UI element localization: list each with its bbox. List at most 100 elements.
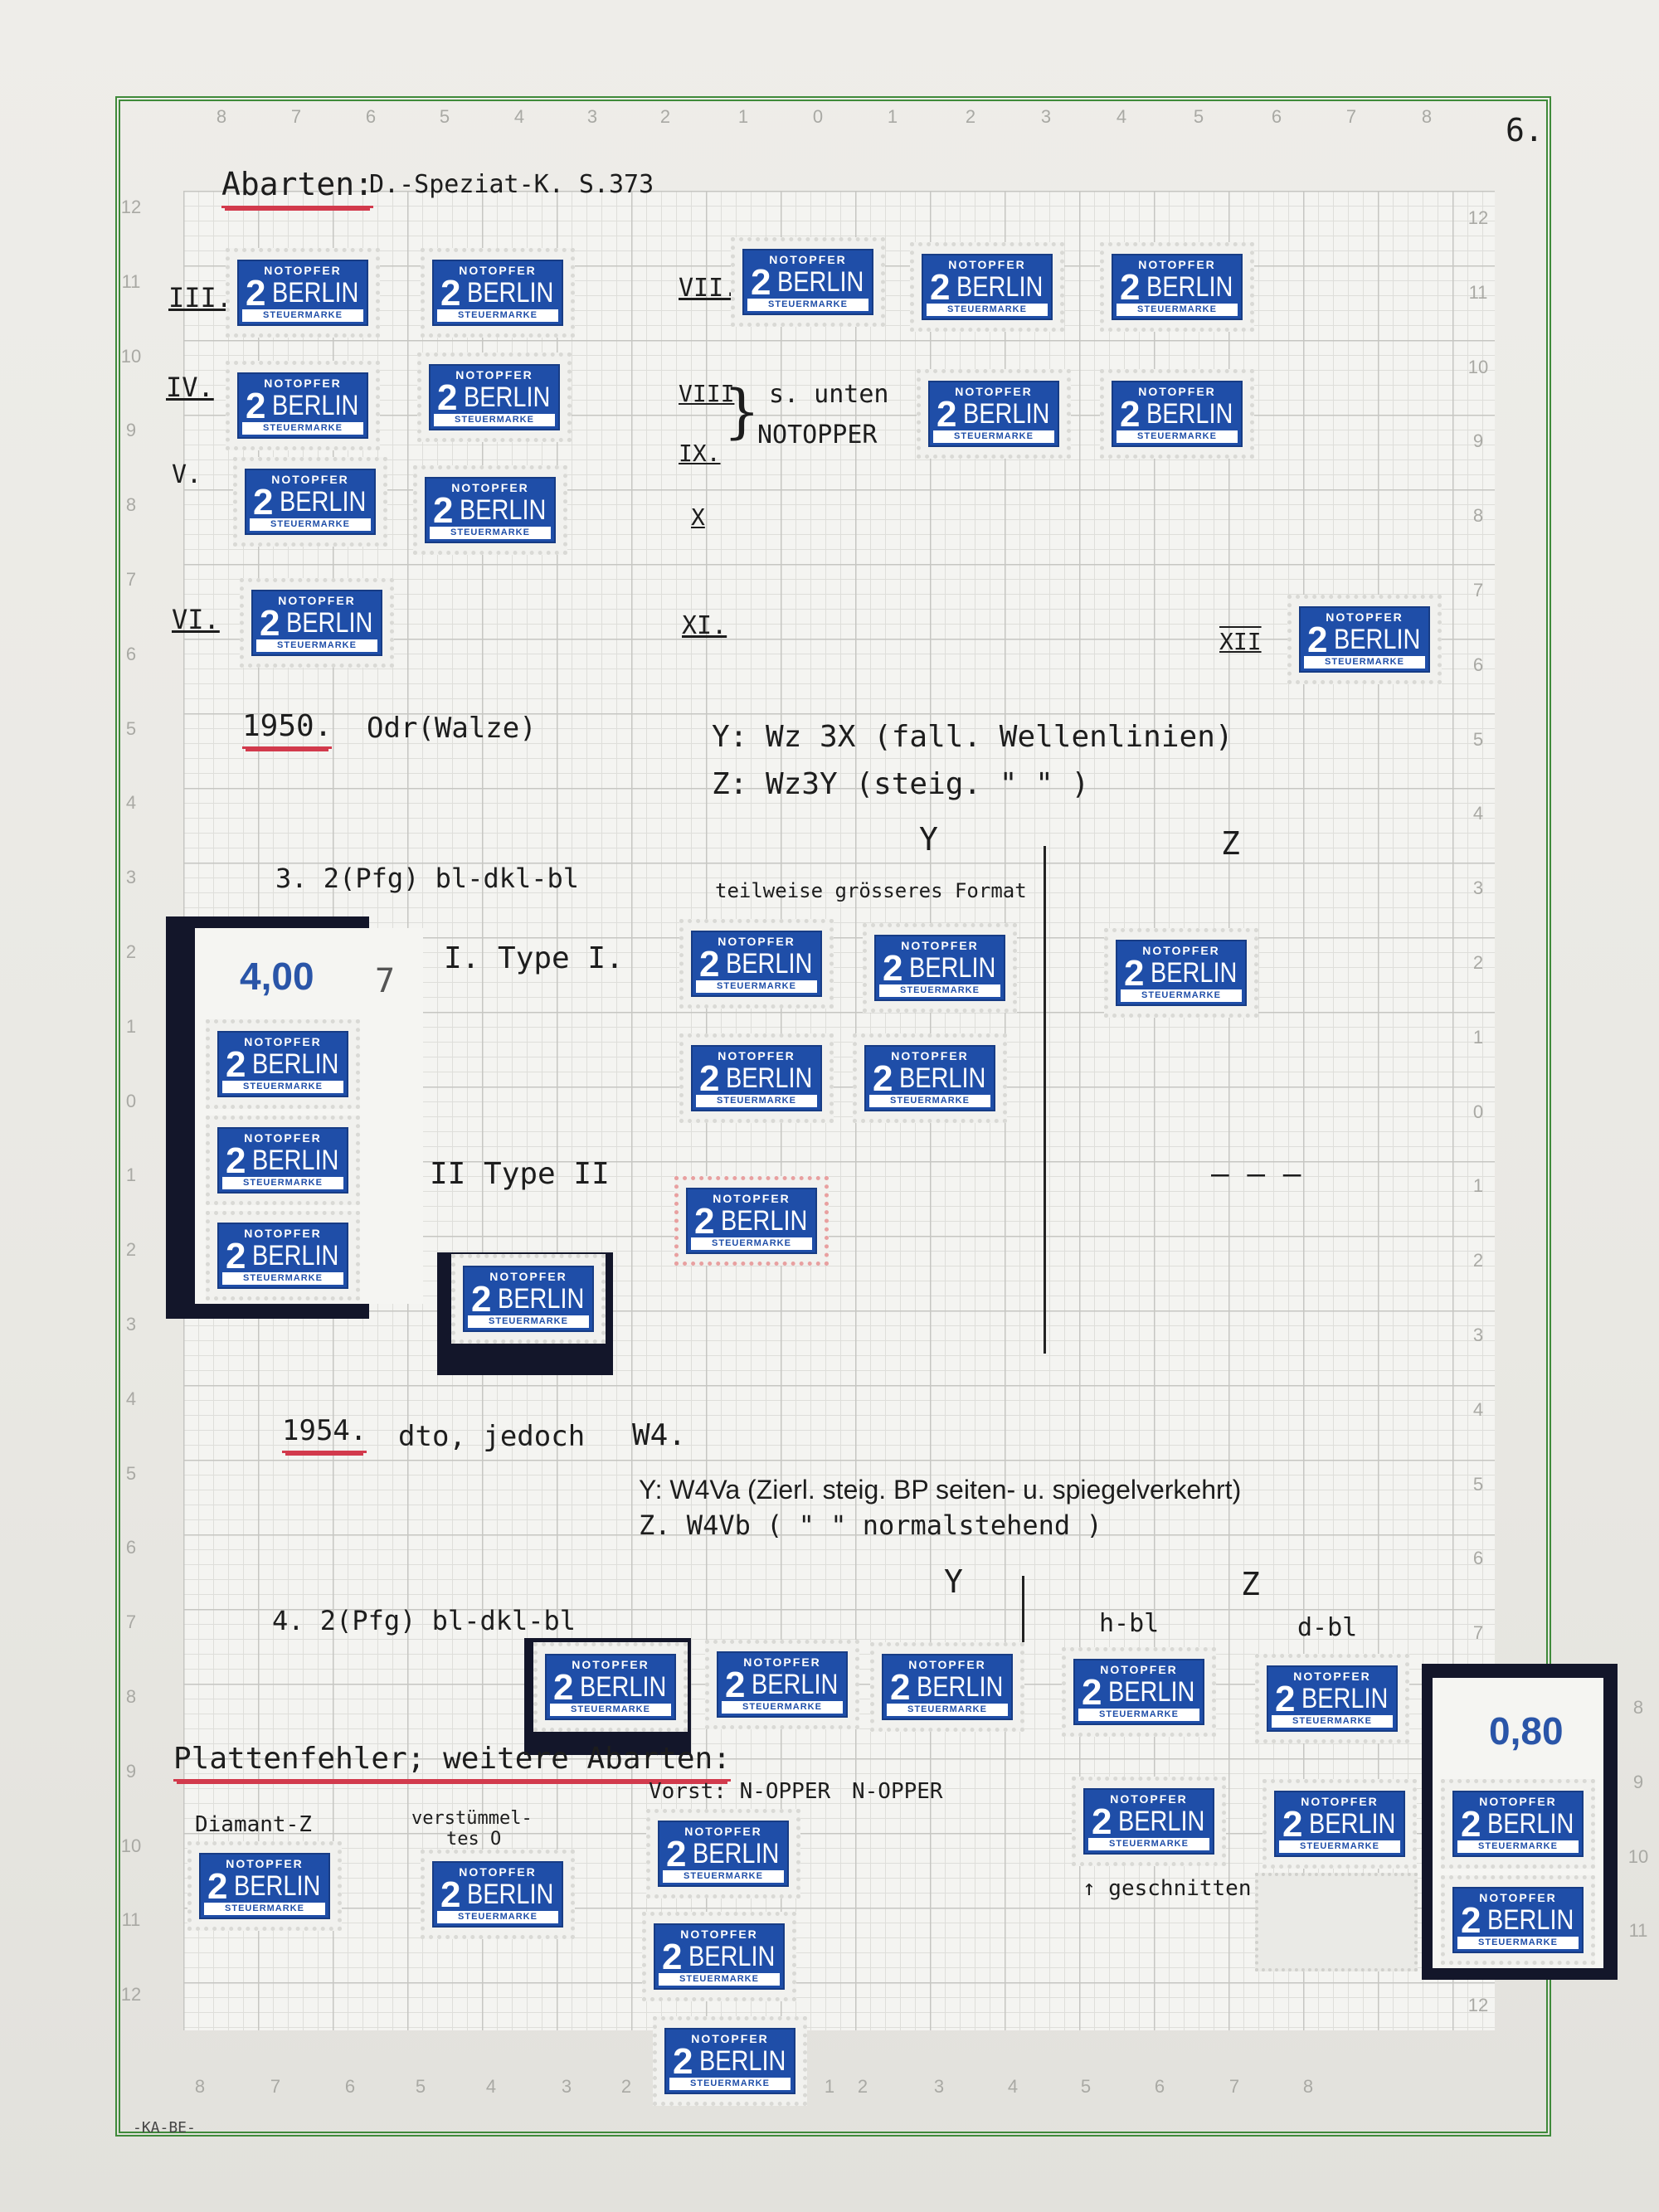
stamp-bottom-text: STEUERMARKE (1279, 1840, 1400, 1853)
stamp-top-text: NOTOPFER (264, 264, 342, 277)
stamp-bottom-text: STEUERMARKE (242, 422, 363, 435)
stamp-bottom-text: STEUERMARKE (869, 1095, 990, 1107)
n-opper: N-OPPER (852, 1779, 943, 1804)
green-border-frame (115, 96, 1551, 2137)
divider-line (1044, 846, 1046, 1354)
stamp-bottom-text: STEUERMARKE (1078, 1709, 1199, 1721)
stamp-bottom-text: STEUERMARKE (437, 1911, 558, 1923)
numeral-III: III. (168, 282, 233, 314)
stamp-name: BERLIN (272, 390, 359, 421)
stamp-bottom-text: STEUERMARKE (222, 1272, 343, 1285)
numeral-VIII: VIII (679, 380, 735, 407)
ruler-right-number: 10 (1627, 1845, 1649, 1867)
stamp-name: BERLIN (1487, 1808, 1574, 1840)
stamp-top-text: NOTOPFER (572, 1658, 649, 1671)
stamp-value: 2 (699, 1058, 720, 1099)
stamp-name: BERLIN (1146, 398, 1233, 430)
stamp-top-text: NOTOPFER (1479, 1795, 1557, 1808)
stamp-top-text: NOTOPFER (718, 935, 795, 948)
stamp-bottom-text: STEUERMARKE (1121, 989, 1242, 1002)
abarten-heading: Abarten: (221, 166, 374, 208)
stamp-value: 2 (440, 1874, 461, 1915)
stamp-top-text: NOTOPFER (684, 1825, 762, 1838)
ruler-right-number: 4 (1472, 1398, 1484, 1420)
ruler-bottom-number: 4 (1007, 2076, 1019, 2097)
stamp-bottom-text: STEUERMARKE (1117, 430, 1238, 443)
stamp-bottom-text: STEUERMARKE (691, 1237, 812, 1250)
stamp-value: 2 (694, 1201, 715, 1242)
ruler-left-number: 11 (121, 1909, 141, 1931)
stamp-bottom-text: STEUERMARKE (747, 299, 868, 311)
stamp-top-text: NOTOPFER (680, 1928, 758, 1941)
ruler-top-number: 5 (439, 106, 450, 127)
stamp-bottom-text: STEUERMARKE (1457, 1840, 1579, 1853)
margin-mark: 7 (375, 962, 396, 1000)
stamp-value: 2 (226, 1044, 246, 1085)
publisher-mark: -KA-BE- (133, 2119, 196, 2137)
stamp-name: BERLIN (909, 952, 996, 984)
ruler-top-number: 5 (1193, 106, 1204, 127)
stamp-value: 2 (662, 1937, 683, 1977)
ruler-top-number: 2 (659, 106, 671, 127)
w4-y-line: Y: W4Va (Zierl. steig. BP seiten- u. spi… (639, 1475, 1242, 1505)
note-notopper: NOTOPPER (757, 421, 878, 450)
note-s-unten: s. unten (769, 380, 889, 409)
stamp-name: BERLIN (272, 277, 359, 309)
ruler-bottom-number: 6 (1154, 2076, 1165, 2097)
item-3: 3. 2(Pfg) bl-dkl-bl (275, 863, 580, 894)
vorst-n-opper: Vorst: N-OPPER (649, 1779, 831, 1804)
stamp-bottom-text: STEUERMARKE (204, 1903, 325, 1915)
ruler-right-number: 10 (1467, 356, 1489, 377)
ruler-left-number: 8 (125, 1686, 137, 1707)
ruler-bottom-number: 7 (270, 2076, 281, 2097)
stamp-name: BERLIN (1301, 1683, 1389, 1714)
ruler-left-number: 1 (125, 1164, 137, 1186)
ruler-left-number: 6 (125, 1537, 137, 1558)
type-1-label: I. Type I. (444, 941, 624, 975)
postmark-fragment (1255, 1873, 1418, 1971)
year-1954: 1954. (282, 1414, 367, 1453)
stamp-top-text: NOTOPFER (455, 368, 533, 382)
diamant-z: Diamant-Z (195, 1812, 312, 1837)
ruler-top-number: 2 (965, 106, 976, 127)
stamp-top-text: NOTOPFER (908, 1658, 986, 1671)
stamp-top-text: NOTOPFER (244, 1227, 322, 1240)
stamp-top-text: NOTOPFER (264, 377, 342, 390)
ruler-left-number: 11 (121, 270, 141, 292)
catalog-reference: D.-Speziat-K. S.373 (369, 170, 654, 199)
ruler-bottom-number: 8 (194, 2076, 206, 2097)
stamp-top-text: NOTOPFER (451, 481, 529, 494)
ruler-bottom-number: 7 (1228, 2076, 1240, 2097)
stamp-value: 2 (1082, 1672, 1102, 1713)
stamp-name: BERLIN (752, 1669, 839, 1700)
stamp-top-text: NOTOPFER (1142, 944, 1220, 957)
ruler-right-number: 3 (1472, 878, 1484, 899)
stamp-top-text: NOTOPFER (1110, 1792, 1188, 1806)
stamp-top-text: NOTOPFER (1293, 1670, 1371, 1683)
ruler-left-number: 4 (125, 1388, 137, 1409)
stamp-value: 2 (553, 1667, 574, 1708)
shade-d-bl: d-bl (1297, 1613, 1358, 1642)
